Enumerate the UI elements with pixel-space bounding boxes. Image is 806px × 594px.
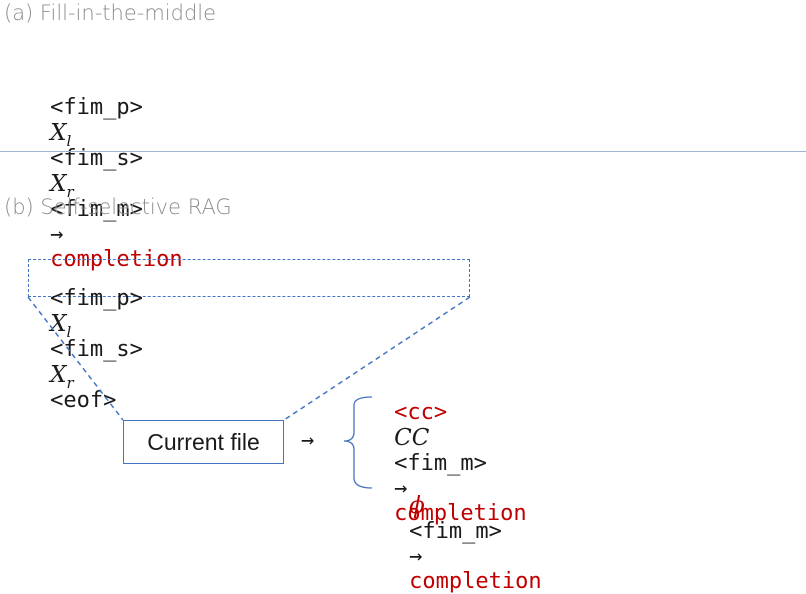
current-file-label: Current file xyxy=(147,428,260,455)
var-cc: CC xyxy=(394,425,430,451)
section-a-title: (a) Fill-in-the-middle xyxy=(4,1,217,25)
file-contents-box xyxy=(28,259,470,297)
token-fim-middle: <fim_m> xyxy=(394,451,487,476)
var-x-right: Xr xyxy=(50,362,74,392)
phi-symbol: ϕ xyxy=(409,493,425,519)
branch-brace xyxy=(343,396,373,489)
current-file-box: Current file xyxy=(123,420,284,464)
token-eof: <eof> xyxy=(50,388,117,413)
completion-label: completion xyxy=(409,569,542,594)
file-contents-sequence: <fim_p> Xl <fim_s> Xr <eof> xyxy=(40,267,143,413)
arrow-icon: → xyxy=(50,222,64,247)
token-cc: <cc> xyxy=(394,400,448,425)
section-divider xyxy=(0,151,806,152)
arrow-icon: → xyxy=(409,544,423,569)
connector-lines xyxy=(27,296,471,489)
var-x-left: Xl xyxy=(50,311,72,341)
left-zoom-line xyxy=(27,296,124,421)
token-fim-prefix: <fim_p> xyxy=(50,286,143,311)
token-fim-prefix: <fim_p> xyxy=(50,95,143,120)
arrow-icon: → xyxy=(394,476,408,501)
var-x-right: Xr xyxy=(50,171,74,201)
token-fim-suffix: <fim_s> xyxy=(50,146,143,171)
branch-without-context: ϕ <fim_m> → completion xyxy=(399,474,542,594)
token-fim-middle: <fim_m> xyxy=(409,519,502,544)
arrow-icon: → xyxy=(301,428,315,453)
var-x-left: Xl xyxy=(50,120,72,150)
section-b-title: (b) Self-selective RAG xyxy=(4,195,232,219)
token-fim-suffix: <fim_s> xyxy=(50,337,143,362)
fim-sequence: <fim_p> Xl <fim_s> Xr <fim_m> → completi… xyxy=(40,76,182,272)
right-zoom-line xyxy=(283,296,471,421)
token-fim-middle: <fim_m> xyxy=(50,197,143,222)
